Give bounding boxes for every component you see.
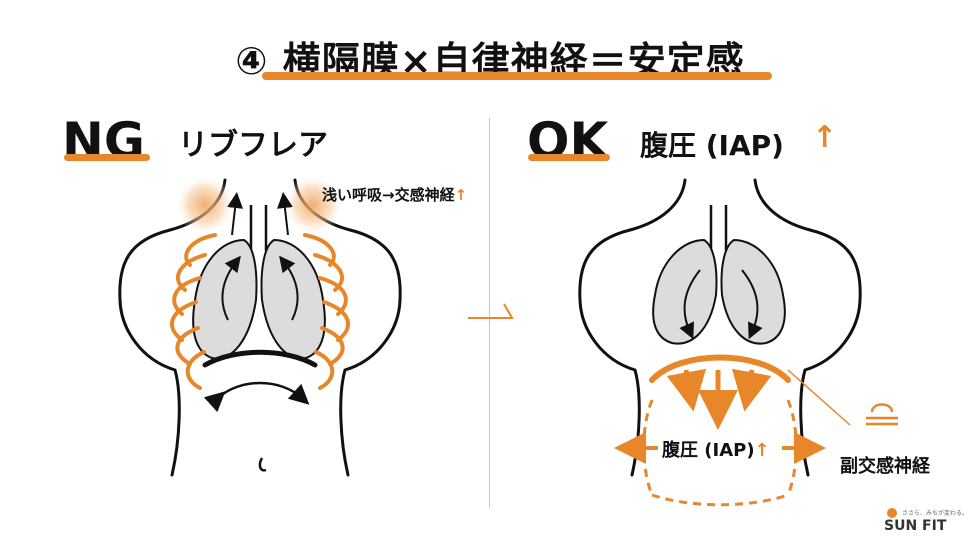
ok-leader-line [788, 370, 850, 425]
ng-tension-glow-left [175, 175, 235, 235]
parasympathetic-label: 副交感神経 [840, 452, 930, 478]
sunfit-logo-icon [887, 508, 897, 518]
ng-diaphragm-arrow [218, 383, 302, 398]
ok-left-lung [653, 240, 716, 344]
ok-iap-text: 腹圧 (IAP) [662, 440, 755, 461]
logo-tagline: ささら、みちが変わる。 [902, 508, 968, 517]
ng-shallow-breathing-note: 浅い呼吸→交感神経↑ [322, 184, 467, 205]
transition-arrow [468, 304, 512, 318]
ng-torso [120, 180, 400, 475]
ng-navel [260, 458, 266, 470]
ng-note-text: 浅い呼吸→交感神経 [322, 186, 455, 204]
ok-iap-up-arrow: ↑ [755, 440, 770, 461]
sunfit-logo: SUN FIT [884, 518, 946, 534]
ok-iap-label: 腹圧 (IAP)↑ [662, 436, 770, 462]
balance-icon [866, 405, 898, 425]
ok-torso [580, 180, 860, 475]
ng-right-lung [262, 240, 325, 358]
ok-diaphragm-down-arrows [686, 370, 752, 410]
ok-abdomen-bottom-dash [652, 495, 788, 505]
ng-note-up-arrow: ↑ [455, 186, 468, 204]
